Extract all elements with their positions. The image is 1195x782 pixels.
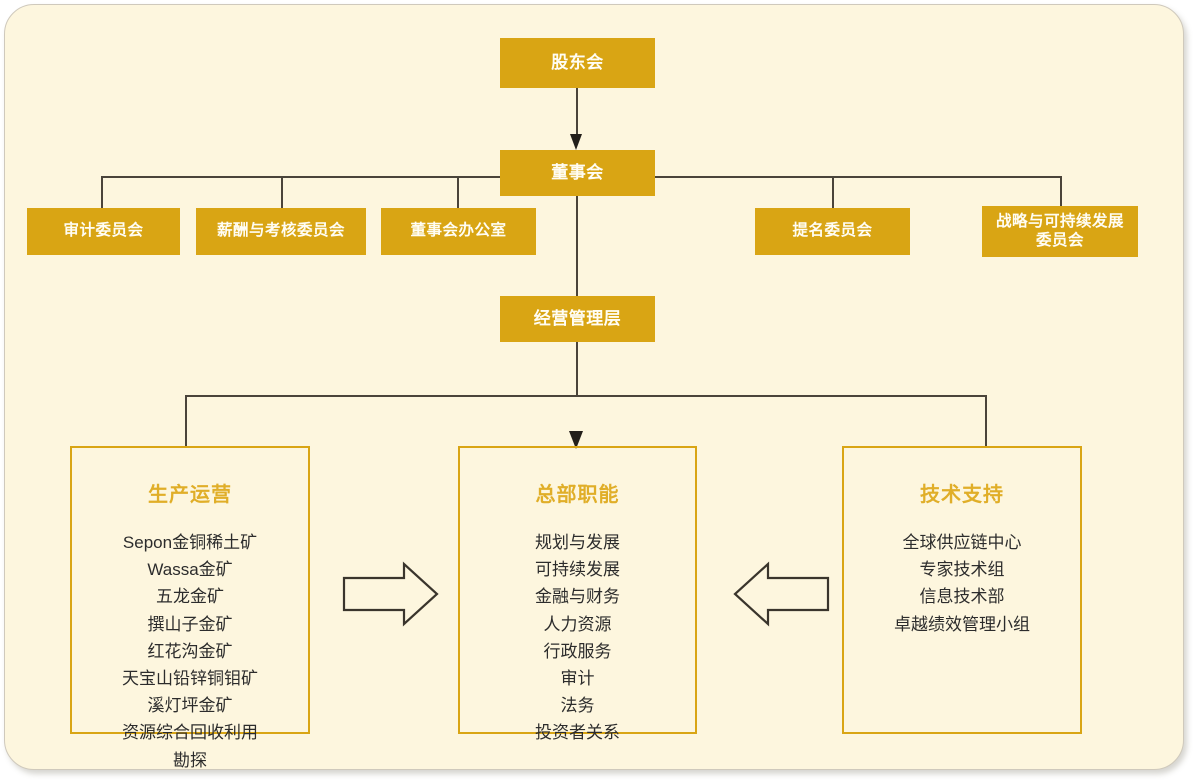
connector-drop-board-office bbox=[457, 176, 459, 208]
list-item: 撰山子金矿 bbox=[147, 614, 233, 634]
list-item: 专家技术组 bbox=[919, 560, 1005, 580]
list-item: 勘探 bbox=[173, 750, 207, 770]
connector-board-to-management bbox=[576, 196, 578, 296]
node-shareholders[interactable]: 股东会 bbox=[500, 38, 655, 88]
node-board-office[interactable]: 董事会办公室 bbox=[381, 208, 536, 255]
node-shareholders-label: 股东会 bbox=[551, 52, 604, 72]
panel-production-operations[interactable]: 生产运营 Sepon金铜稀土矿 Wassa金矿 五龙金矿 撰山子金矿 红花沟金矿… bbox=[70, 446, 310, 770]
list-item: 行政服务 bbox=[543, 641, 612, 661]
list-item: Wassa金矿 bbox=[147, 560, 233, 580]
node-management-label: 经营管理层 bbox=[533, 308, 622, 328]
list-item: 金融与财务 bbox=[535, 587, 620, 607]
connector-drop-nomination bbox=[832, 176, 834, 208]
list-item: 卓越绩效管理小组 bbox=[894, 614, 1030, 634]
list-item: 红花沟金矿 bbox=[147, 641, 233, 661]
connector-shareholders-to-board bbox=[576, 88, 578, 144]
node-board-label: 董事会 bbox=[551, 162, 604, 182]
committee-strategy-label-line1: 战略与可持续发展 bbox=[995, 213, 1124, 231]
committee-remuneration-label: 薪酬与考核委员会 bbox=[216, 222, 345, 240]
panel-technical-title: 技术支持 bbox=[920, 484, 1004, 506]
list-item: 可持续发展 bbox=[535, 560, 620, 580]
panel-headquarters-functions[interactable]: 总部职能 规划与发展 可持续发展 金融与财务 人力资源 行政服务 审计 法务 投… bbox=[458, 446, 697, 742]
list-item: 法务 bbox=[560, 696, 595, 716]
list-item: 溪灯坪金矿 bbox=[147, 696, 233, 716]
node-management[interactable]: 经营管理层 bbox=[500, 296, 655, 342]
connector-drop-audit bbox=[101, 176, 103, 208]
node-committee-audit[interactable]: 审计委员会 bbox=[27, 208, 180, 255]
node-committee-strategy[interactable]: 战略与可持续发展 委员会 bbox=[982, 206, 1138, 257]
list-item: 投资者关系 bbox=[535, 723, 620, 743]
panel-technical-list: 全球供应链中心 专家技术组 信息技术部 卓越绩效管理小组 bbox=[894, 529, 1030, 638]
committee-nomination-label: 提名委员会 bbox=[792, 222, 873, 240]
connector-drop-remuneration bbox=[281, 176, 283, 208]
connector-management-stem bbox=[576, 342, 578, 395]
node-committee-nomination[interactable]: 提名委员会 bbox=[755, 208, 910, 255]
list-item: 五龙金矿 bbox=[156, 587, 224, 607]
panel-production-list: Sepon金铜稀土矿 Wassa金矿 五龙金矿 撰山子金矿 红花沟金矿 天宝山铅… bbox=[122, 529, 258, 774]
panel-headquarters-list: 规划与发展 可持续发展 金融与财务 人力资源 行政服务 审计 法务 投资者关系 bbox=[535, 529, 620, 747]
list-item: 信息技术部 bbox=[919, 587, 1005, 607]
board-office-label: 董事会办公室 bbox=[410, 222, 507, 240]
panel-headquarters-title: 总部职能 bbox=[535, 484, 620, 506]
list-item: 天宝山铅锌铜钼矿 bbox=[122, 668, 258, 688]
list-item: 审计 bbox=[560, 668, 595, 688]
list-item: 全球供应链中心 bbox=[902, 533, 1022, 552]
connector-drop-strategy bbox=[1060, 176, 1062, 206]
list-item: Sepon金铜稀土矿 bbox=[122, 533, 258, 552]
connector-drop-production bbox=[185, 395, 187, 446]
panel-technical-support[interactable]: 技术支持 全球供应链中心 专家技术组 信息技术部 卓越绩效管理小组 bbox=[842, 446, 1082, 734]
list-item: 规划与发展 bbox=[535, 533, 620, 552]
node-board[interactable]: 董事会 bbox=[500, 150, 655, 196]
node-committee-remuneration[interactable]: 薪酬与考核委员会 bbox=[196, 208, 366, 255]
chart-board bbox=[4, 4, 1184, 770]
committee-strategy-label-line2: 委员会 bbox=[1035, 231, 1084, 249]
connector-drop-technical bbox=[985, 395, 987, 446]
connector-division-bus bbox=[185, 395, 986, 397]
list-item: 人力资源 bbox=[543, 614, 612, 634]
committee-audit-label: 审计委员会 bbox=[63, 222, 144, 240]
list-item: 资源综合回收利用 bbox=[122, 723, 258, 743]
panel-production-title: 生产运营 bbox=[148, 484, 232, 506]
